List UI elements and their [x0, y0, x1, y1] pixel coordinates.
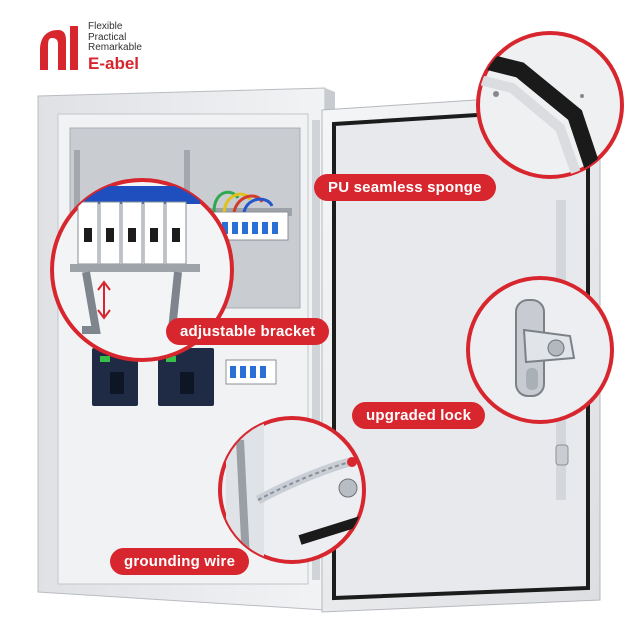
lock-zoom-circle — [466, 276, 614, 424]
bracket-zoom-circle — [50, 178, 234, 362]
logo-tagline-1: Flexible — [88, 21, 123, 32]
logo-tagline-2: Practical — [88, 31, 127, 43]
logo-tagline-3: Remarkable — [88, 42, 142, 53]
callout-pu-seamless-sponge: PU seamless sponge — [314, 174, 496, 201]
cabinet-door — [321, 91, 601, 613]
sponge-zoom-circle — [476, 31, 624, 179]
main-breaker-1 — [92, 348, 138, 406]
logo-mark-icon — [30, 22, 84, 72]
main-breaker-2 — [158, 348, 214, 406]
logo-brand-name: E-abel — [88, 53, 140, 73]
miniature-breakers — [225, 359, 277, 385]
callout-adjustable-bracket: adjustable bracket — [166, 318, 330, 345]
bracket-breakers — [77, 201, 187, 265]
callout-upgraded-lock: upgraded lock — [352, 402, 486, 429]
brand-logo: Flexible Practical Remarkable E-abel — [30, 21, 142, 73]
callout-grounding-wire: grounding wire — [110, 548, 250, 575]
